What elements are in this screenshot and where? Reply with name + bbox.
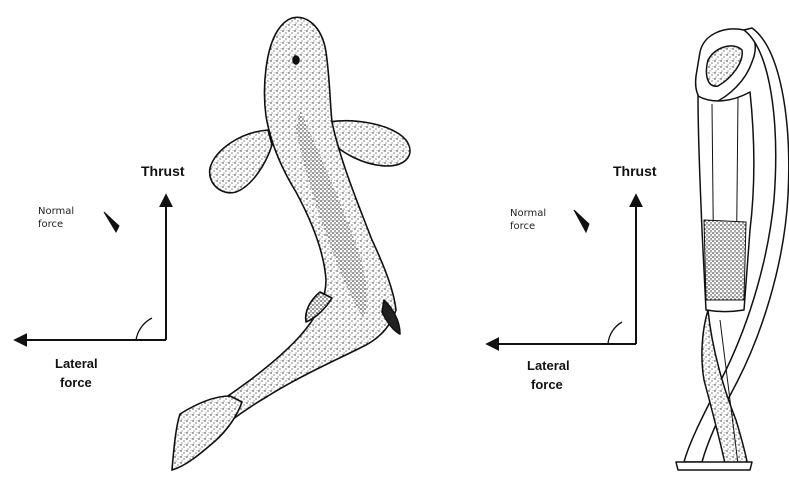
shark-left-pectoral-fin (210, 130, 272, 193)
left-normal-force-label: Normal force (38, 206, 77, 230)
left-normal-force-arrow (104, 212, 119, 232)
right-panel: Thrust Normal force Lateral force (488, 28, 789, 470)
left-panel: Thrust Normal force Lateral force (16, 17, 410, 470)
left-lateral-force-label: Lateral force (55, 356, 101, 390)
right-lateral-force-label: Lateral force (527, 358, 573, 392)
right-normal-force-arrow (574, 210, 589, 232)
right-normal-force-label: Normal force (510, 208, 549, 232)
fish-model-illustration (676, 28, 789, 470)
left-thrust-label: Thrust (141, 163, 185, 179)
model-tail-base (676, 462, 752, 470)
left-angle-arc (136, 318, 152, 340)
shark-eye (293, 56, 299, 64)
right-thrust-label: Thrust (613, 163, 657, 179)
model-body-hatch (704, 220, 746, 300)
right-angle-arc (608, 322, 622, 344)
shark-tail-fin (172, 396, 242, 470)
shark-illustration (172, 17, 410, 470)
left-force-axes (16, 196, 166, 340)
